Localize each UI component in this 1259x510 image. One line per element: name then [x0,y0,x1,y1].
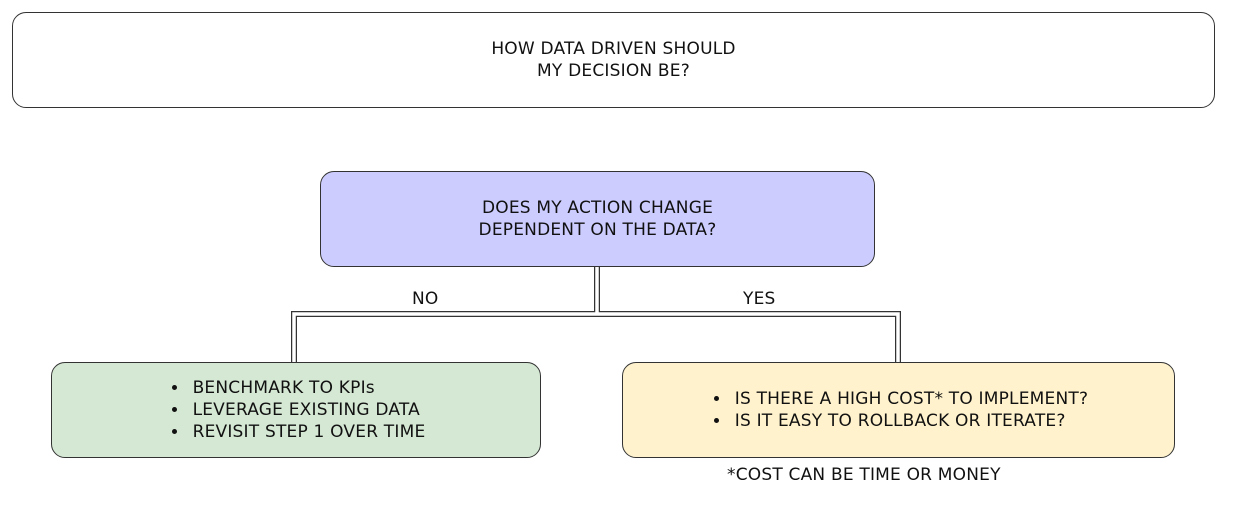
title-box: HOW DATA DRIVEN SHOULD MY DECISION BE? [12,12,1215,108]
title-line-1: HOW DATA DRIVEN SHOULD [491,39,736,59]
yes-branch-node: IS THERE A HIGH COST* TO IMPLEMENT? IS I… [622,362,1175,458]
list-item: LEVERAGE EXISTING DATA [189,399,426,421]
connector-branch-yes [597,311,901,362]
no-branch-node: BENCHMARK TO KPIs LEVERAGE EXISTING DATA… [51,362,541,458]
edge-label-no: NO [412,289,439,309]
list-item: REVISIT STEP 1 OVER TIME [189,421,426,443]
edge-label-yes: YES [743,289,776,309]
footnote: *COST CAN BE TIME OR MONEY [727,465,1001,485]
list-item: IS THERE A HIGH COST* TO IMPLEMENT? [731,388,1088,410]
question-node: DOES MY ACTION CHANGE DEPENDENT ON THE D… [320,171,875,267]
list-item: BENCHMARK TO KPIs [189,377,426,399]
no-branch-list: BENCHMARK TO KPIs LEVERAGE EXISTING DATA… [167,377,426,443]
question-line-2: DEPENDENT ON THE DATA? [478,220,717,240]
connector-branch-no [291,311,597,362]
list-item: IS IT EASY TO ROLLBACK OR ITERATE? [731,410,1088,432]
title-text: HOW DATA DRIVEN SHOULD MY DECISION BE? [491,38,735,82]
question-line-1: DOES MY ACTION CHANGE [481,198,714,218]
yes-branch-list: IS THERE A HIGH COST* TO IMPLEMENT? IS I… [709,388,1088,432]
title-line-2: MY DECISION BE? [537,61,690,81]
question-text: DOES MY ACTION CHANGE DEPENDENT ON THE D… [479,197,717,241]
